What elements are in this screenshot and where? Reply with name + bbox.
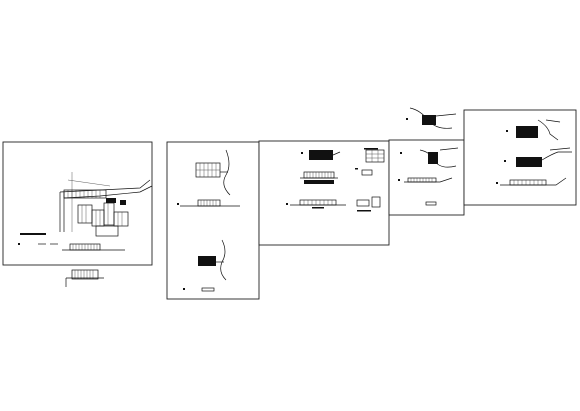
elevation-sheet-b [258, 140, 390, 246]
detail-above-sheet-c [406, 107, 457, 129]
sheet-a-frame [166, 141, 260, 300]
site-plan-sheet [2, 141, 153, 287]
section-sheet-c [388, 107, 465, 216]
building-cluster [77, 198, 129, 237]
site-bridge-elevation [62, 243, 125, 251]
title-block-bar [20, 233, 46, 235]
sheet-b-frame [258, 140, 390, 246]
site-bridge [63, 189, 107, 199]
section-sheet-d [463, 109, 577, 206]
sheet-c-frame [388, 139, 465, 216]
site-plan-frame [2, 141, 153, 266]
detail-below-site-plan [65, 269, 104, 287]
elevation-sheet-a [166, 141, 260, 300]
